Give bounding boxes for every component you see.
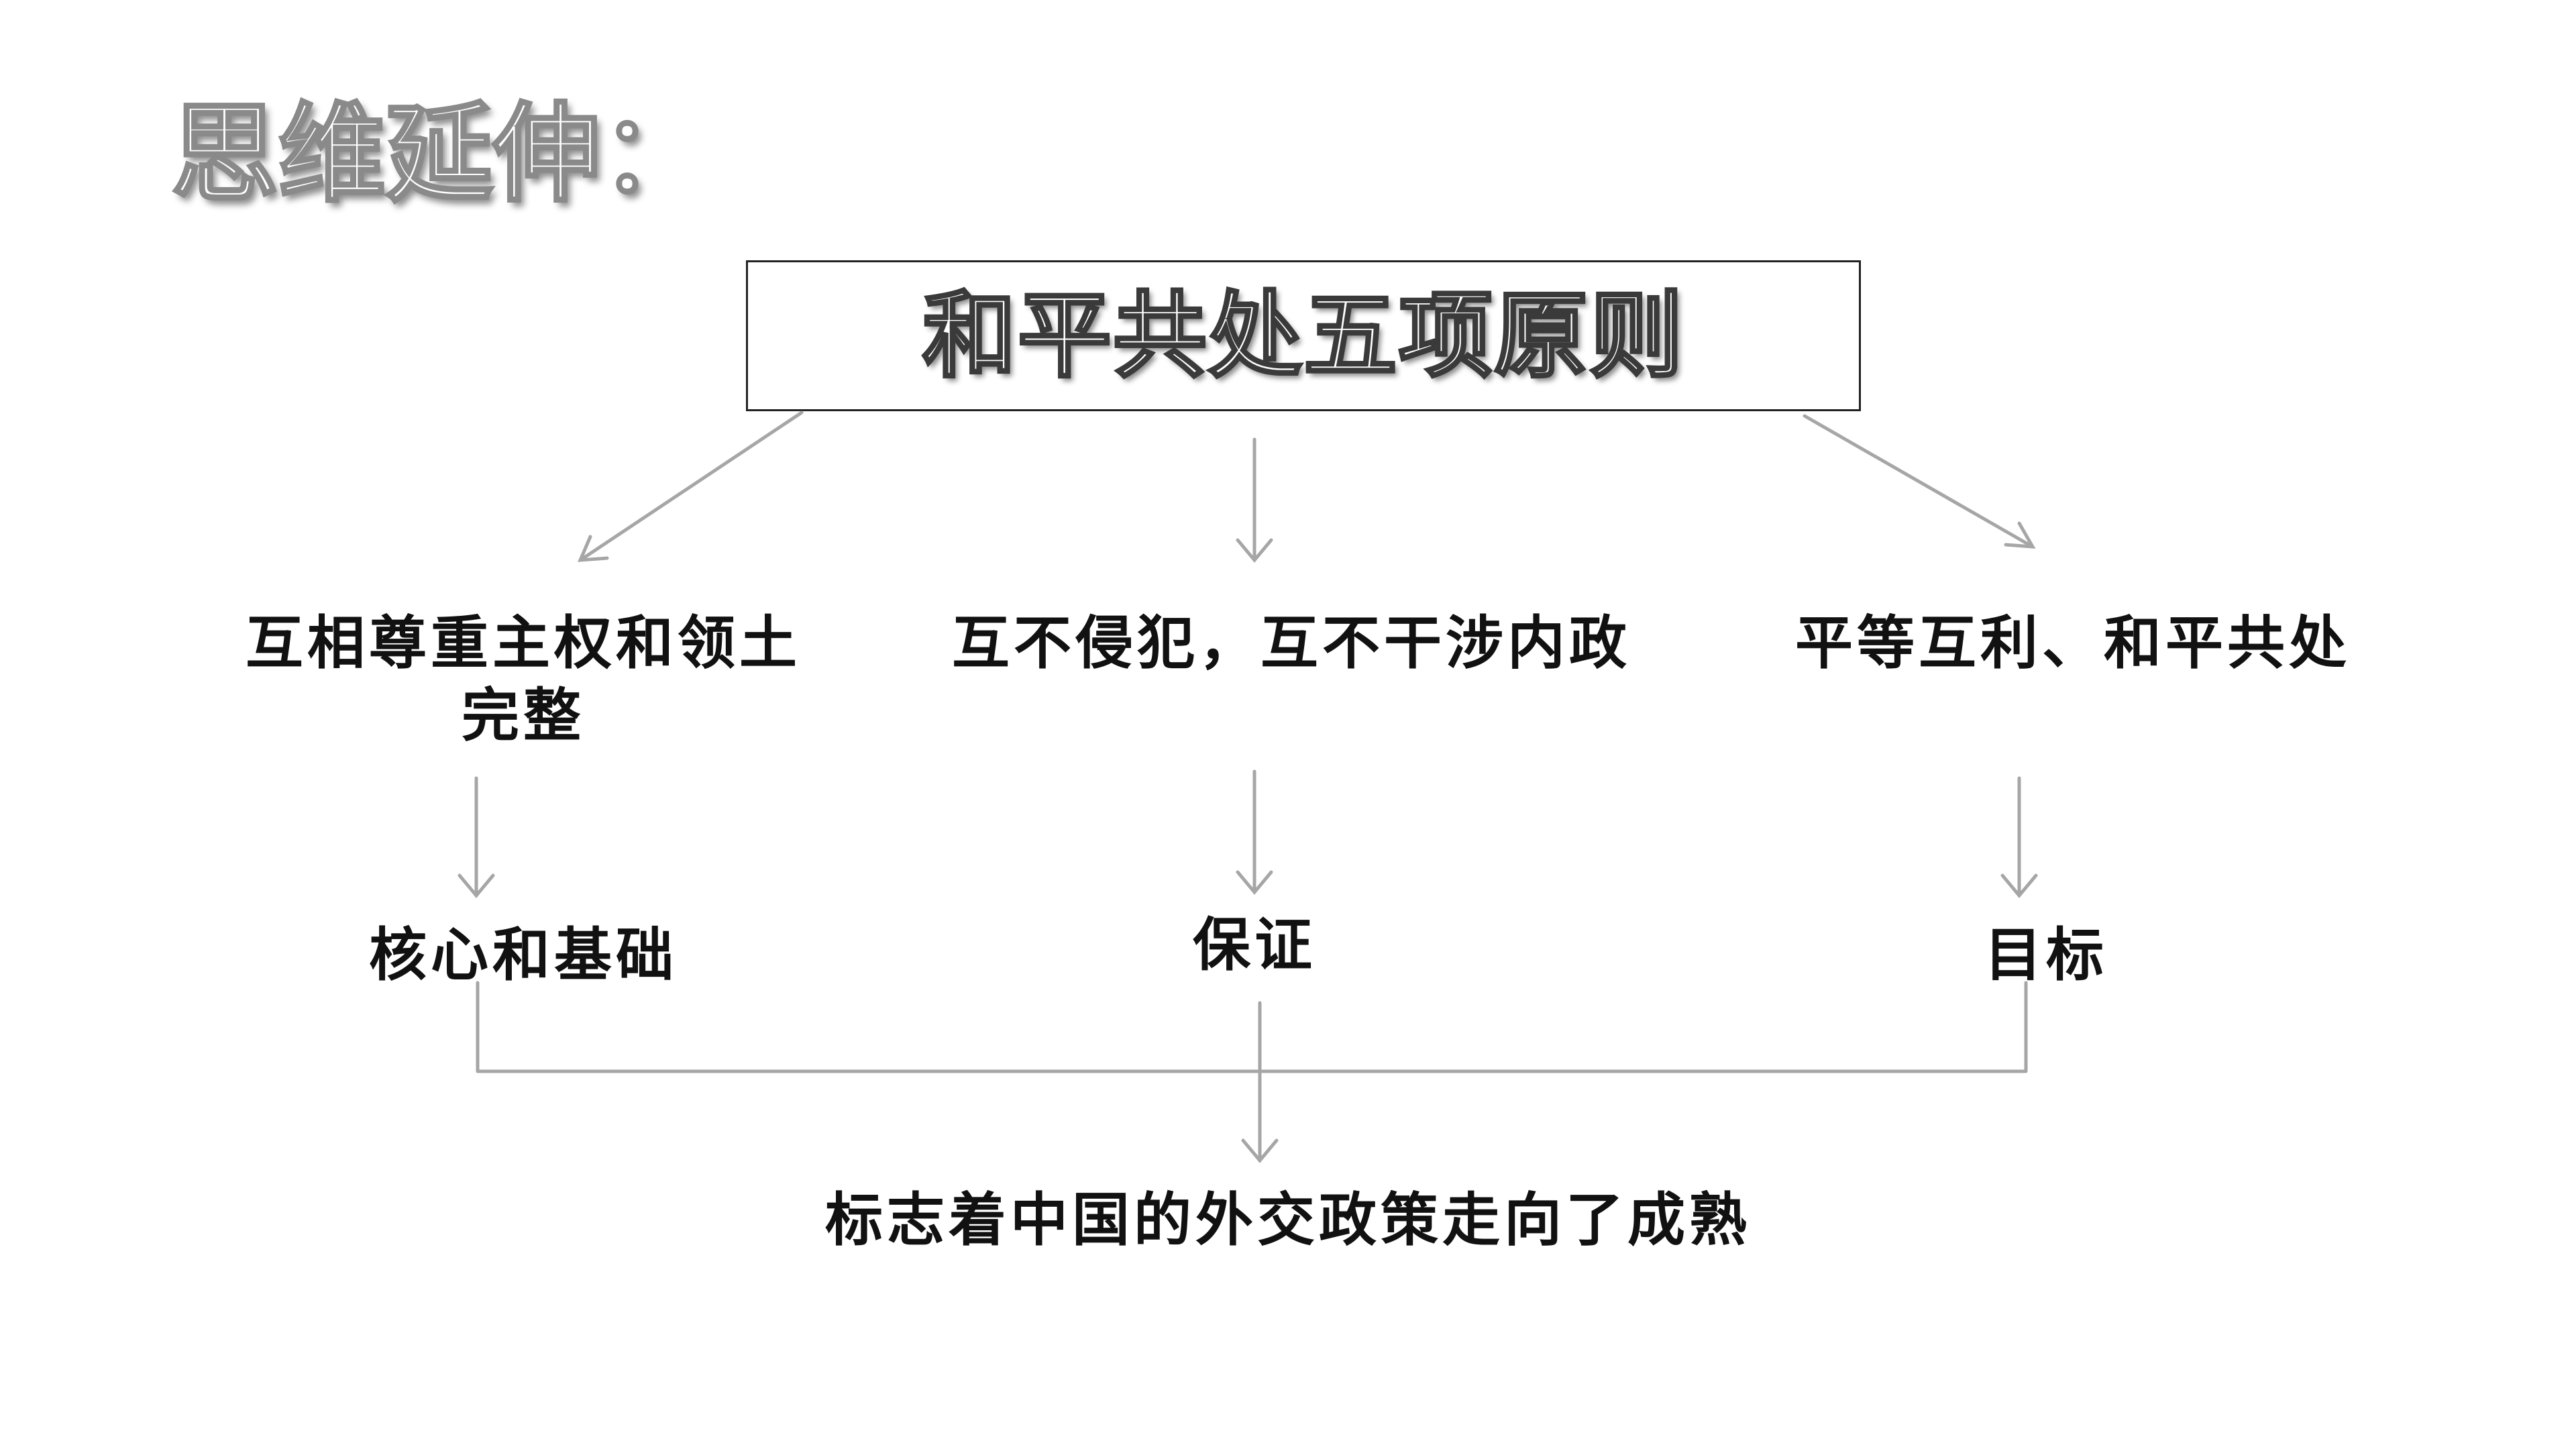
role-node-2: 保证 xyxy=(1193,911,1316,979)
principle-node-2: 互不侵犯，互不干涉内政 xyxy=(952,609,1631,677)
principle-node-1: 互相尊重主权和领土完整 xyxy=(246,609,801,749)
title-box: 和平共处五项原则 xyxy=(746,260,1861,411)
role-node-3: 目标 xyxy=(1984,921,2108,989)
bracket-roles-to-conclusion xyxy=(476,981,2028,1073)
arrow-title-to-principle-2 xyxy=(1236,437,1273,563)
arrow-principle-3-to-role-3 xyxy=(2000,776,2038,898)
arrow-principle-1-to-role-1 xyxy=(458,776,495,898)
role-node-1: 核心和基础 xyxy=(369,921,678,989)
diagram-title: 和平共处五项原则 xyxy=(921,280,1684,391)
arrow-principle-2-to-role-2 xyxy=(1236,769,1273,895)
slide-heading: 思维延伸： xyxy=(170,91,709,217)
conclusion-node: 标志着中国的外交政策走向了成熟 xyxy=(825,1186,1751,1254)
arrow-title-to-principle-3 xyxy=(1803,414,2036,549)
principle-node-3: 平等互利、和平共处 xyxy=(1795,609,2351,677)
arrow-to-conclusion xyxy=(1241,1001,1279,1163)
arrow-title-to-principle-1 xyxy=(578,411,804,562)
